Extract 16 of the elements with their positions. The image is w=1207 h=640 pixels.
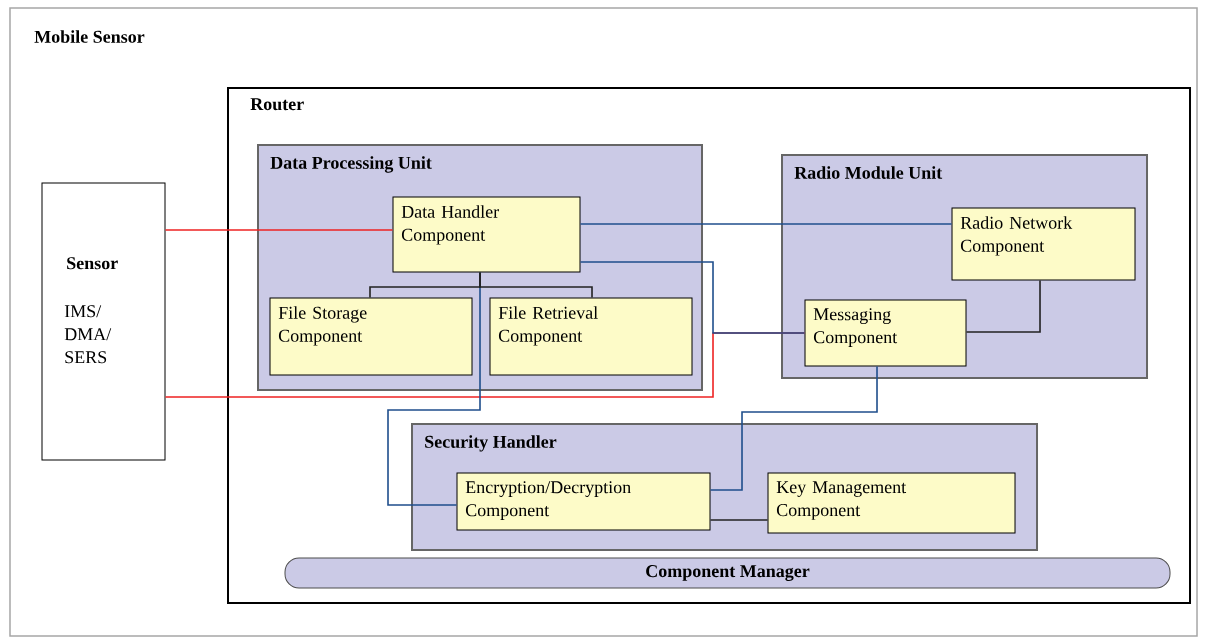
manager-bar: Component Manager (284, 557, 1171, 589)
connector-line (709, 365, 878, 491)
component-box: File Retrieval Component (489, 297, 693, 376)
connector-line (479, 271, 593, 299)
component-box: File Storage Component (269, 297, 473, 376)
connector-line (164, 229, 394, 231)
connector-line (709, 519, 769, 521)
connector-line (965, 279, 1041, 333)
component-box: Key Management Component (767, 472, 1016, 534)
component-box: Messaging Component (804, 299, 967, 367)
component-box: Data Handler Component (392, 196, 581, 273)
sensor-box: Sensor IMS/ DMA/ SERS (41, 182, 166, 461)
connector-line (579, 261, 806, 334)
component-box: Radio Network Component (951, 207, 1136, 281)
connector-line (579, 223, 953, 225)
component-box: Encryption/Decryption Component (456, 472, 711, 531)
